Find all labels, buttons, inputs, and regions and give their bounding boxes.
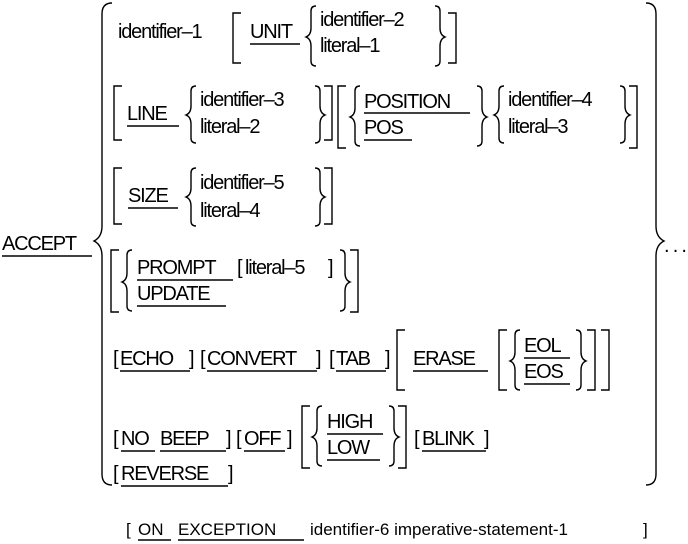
bracket-position-open bbox=[337, 85, 346, 149]
bracket-off-open: [ bbox=[236, 428, 242, 450]
continuation-ellipsis: . . . bbox=[664, 235, 686, 257]
bracket-unit-open bbox=[232, 12, 241, 64]
brace-size-left bbox=[184, 167, 197, 227]
bracket-erase-open bbox=[396, 329, 405, 391]
high-keyword: HIGH bbox=[327, 411, 372, 433]
bracket-size-open bbox=[113, 167, 122, 225]
bracket-prompt-open bbox=[110, 249, 119, 313]
literal-3-label: literal–3 bbox=[508, 116, 568, 138]
bracket-eol-close bbox=[587, 329, 596, 391]
erase-keyword: ERASE bbox=[413, 348, 476, 370]
bracket-reverse-close: ] bbox=[228, 463, 234, 485]
bracket-reverse-open: [ bbox=[113, 463, 119, 485]
brace-position-left bbox=[348, 85, 361, 147]
brace-prompt-right bbox=[339, 249, 352, 312]
bracket-size-close bbox=[324, 167, 333, 225]
exception-keyword: EXCEPTION bbox=[178, 520, 276, 539]
bracket-tab-open: [ bbox=[329, 348, 335, 370]
echo-keyword: ECHO bbox=[120, 348, 174, 370]
brace-unit-left bbox=[304, 5, 317, 67]
bracket-tab-close: ] bbox=[385, 348, 391, 370]
brace-line-right bbox=[314, 85, 327, 144]
outer-right-brace bbox=[645, 2, 666, 486]
brace-position-value-left bbox=[492, 85, 505, 144]
brace-position-right bbox=[476, 85, 489, 147]
bracket-erase-close bbox=[601, 329, 610, 391]
bracket-prompt-close bbox=[350, 249, 359, 313]
identifier-5-label: identifier–5 bbox=[200, 172, 285, 194]
accept-keyword: ACCEPT bbox=[2, 233, 77, 255]
brace-size-right bbox=[314, 167, 327, 227]
unit-keyword: UNIT bbox=[250, 21, 293, 43]
brace-prompt-left bbox=[120, 249, 133, 312]
brace-high-right bbox=[388, 405, 401, 467]
bracket-eol-open bbox=[498, 329, 507, 391]
identifier-2-label: identifier–2 bbox=[320, 9, 405, 31]
identifier-3-label: identifier–3 bbox=[200, 89, 285, 111]
no-keyword: NO bbox=[121, 428, 149, 450]
update-keyword: UPDATE bbox=[137, 283, 210, 305]
reverse-keyword: REVERSE bbox=[121, 463, 209, 485]
on-exception-close-bracket: ] bbox=[643, 520, 648, 539]
blink-keyword: BLINK bbox=[422, 428, 476, 450]
position-keyword: POSITION bbox=[364, 91, 450, 113]
off-keyword: OFF bbox=[244, 428, 281, 450]
bracket-literal-5-open: [ bbox=[237, 257, 243, 279]
identifier-1-label: identifier–1 bbox=[118, 21, 203, 43]
on-keyword: ON bbox=[138, 520, 164, 539]
prompt-keyword: PROMPT bbox=[137, 257, 216, 279]
brace-unit-right bbox=[434, 5, 447, 67]
convert-keyword: CONVERT bbox=[207, 348, 297, 370]
bracket-line-close bbox=[324, 85, 333, 141]
pos-keyword: POS bbox=[364, 117, 403, 139]
bracket-beep-close: ] bbox=[226, 428, 232, 450]
brace-line-left bbox=[184, 85, 197, 144]
bracket-unit-close bbox=[448, 12, 457, 64]
on-exception-operands: identifier-6 imperative-statement-1 bbox=[310, 520, 568, 539]
brace-eol-left bbox=[508, 329, 521, 391]
bracket-convert-open: [ bbox=[200, 348, 206, 370]
bracket-line-open bbox=[113, 85, 122, 141]
bracket-blink-open: [ bbox=[414, 428, 420, 450]
bracket-off-close: ] bbox=[287, 428, 293, 450]
tab-keyword: TAB bbox=[336, 348, 371, 370]
bracket-echo-close: ] bbox=[189, 348, 195, 370]
beep-keyword: BEEP bbox=[160, 428, 209, 450]
low-keyword: LOW bbox=[327, 437, 370, 459]
on-exception-open-bracket: [ bbox=[126, 520, 131, 539]
identifier-4-label: identifier–4 bbox=[508, 89, 593, 111]
line-keyword: LINE bbox=[127, 103, 168, 125]
bracket-position-close bbox=[629, 85, 638, 149]
bracket-high-close bbox=[398, 405, 407, 469]
eos-keyword: EOS bbox=[524, 361, 563, 383]
brace-position-value-right bbox=[619, 85, 632, 144]
literal-1-label: literal–1 bbox=[320, 35, 380, 57]
bracket-echo-open: [ bbox=[113, 348, 119, 370]
literal-4-label: literal–4 bbox=[200, 200, 260, 222]
literal-2-label: literal–2 bbox=[200, 116, 260, 138]
bracket-convert-close: ] bbox=[316, 348, 322, 370]
outer-left-brace bbox=[92, 2, 113, 486]
literal-5-label: literal–5 bbox=[245, 257, 305, 279]
brace-high-left bbox=[310, 405, 323, 467]
bracket-high-open bbox=[301, 405, 310, 469]
bracket-literal-5-close: ] bbox=[328, 257, 334, 279]
size-keyword: SIZE bbox=[128, 185, 169, 207]
bracket-beep-open: [ bbox=[113, 428, 119, 450]
brace-eol-right bbox=[575, 329, 588, 391]
bracket-blink-close: ] bbox=[484, 428, 490, 450]
eol-keyword: EOL bbox=[524, 335, 561, 357]
